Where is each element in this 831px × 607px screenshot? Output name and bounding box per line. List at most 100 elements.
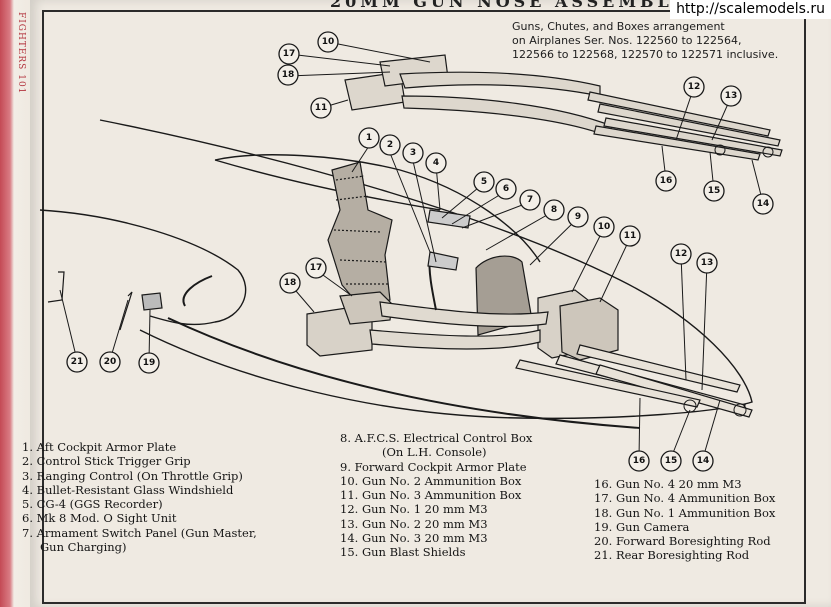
blast-shield-b xyxy=(733,403,747,417)
callout-5 xyxy=(473,171,495,193)
callout-13-label: 13 xyxy=(701,258,714,268)
inset-callout-17-label: 17 xyxy=(283,49,296,59)
callout-3 xyxy=(402,142,424,164)
legend-item: Gun Charging) xyxy=(40,540,127,555)
legend-column-1: 1. Aft Cockpit Armor Plate 2. Control St… xyxy=(22,440,257,554)
inset-callout-18 xyxy=(277,64,299,86)
legend-item: 20. Forward Boresighting Rod xyxy=(594,534,771,549)
callout-4 xyxy=(425,152,447,174)
inset-chute-lower xyxy=(401,95,613,137)
spine-text: FIGHTERS 101 xyxy=(16,12,26,95)
callout-12-label: 12 xyxy=(675,249,688,259)
inset-gun-4 xyxy=(593,125,761,161)
legend-item: 6. Mk 8 Mod. O Sight Unit xyxy=(22,511,177,526)
inset-callout-10 xyxy=(317,31,339,53)
inset-callout-16 xyxy=(655,170,677,192)
watermark-link[interactable]: http://scalemodels.ru xyxy=(670,0,831,19)
legend-item: 13. Gun No. 2 20 mm M3 xyxy=(340,516,488,531)
forward-boresight-rod xyxy=(119,291,133,331)
inset-callout-11 xyxy=(310,97,332,119)
legend-item: 3. Ranging Control (On Throttle Grip) xyxy=(22,468,243,483)
callout-7-label: 7 xyxy=(527,195,533,205)
inset-callout-13 xyxy=(720,85,742,107)
legend-item: 19. Gun Camera xyxy=(594,519,690,534)
gun-barrel-2 xyxy=(576,344,741,393)
legend-item: 14. Gun No. 3 20 mm M3 xyxy=(340,531,488,546)
inset-callout-14-label: 14 xyxy=(757,199,770,209)
callout-20 xyxy=(99,351,121,373)
caption-line: on Airplanes Ser. Nos. 122560 to 122564, xyxy=(512,34,742,47)
callout-10 xyxy=(593,216,615,238)
feed-chute-lower xyxy=(369,329,541,350)
callout-14-label: 14 xyxy=(697,456,710,466)
caption-line: Guns, Chutes, and Boxes arrangement xyxy=(512,20,725,33)
callout-21 xyxy=(66,351,88,373)
diagram-frame xyxy=(42,10,806,604)
legend-item: 21. Rear Boresighting Rod xyxy=(594,548,750,563)
inset-callout-13-label: 13 xyxy=(725,91,738,101)
callout-6 xyxy=(495,178,517,200)
inset-callout-11-label: 11 xyxy=(315,103,328,113)
legend-item: 15. Gun Blast Shields xyxy=(340,545,466,560)
fuselage-lower-line xyxy=(167,317,641,429)
callout-16 xyxy=(628,450,650,472)
inset-arrangement xyxy=(344,54,783,161)
legend-item: 9. Forward Cockpit Armor Plate xyxy=(340,459,527,474)
inset-callout-17 xyxy=(278,43,300,65)
legend-item: 1. Aft Cockpit Armor Plate xyxy=(22,440,177,454)
legend-item: 11. Gun No. 3 Ammunition Box xyxy=(340,488,522,503)
gunsight-unit xyxy=(427,209,471,229)
callout-1 xyxy=(358,127,380,149)
callout-20-label: 20 xyxy=(104,357,117,367)
legend-column-3: 16. Gun No. 4 20 mm M3 17. Gun No. 4 Amm… xyxy=(594,477,775,563)
feed-chute-upper xyxy=(379,301,549,328)
canopy-bar xyxy=(214,159,441,211)
callout-19 xyxy=(138,352,160,374)
legend-item: 12. Gun No. 1 20 mm M3 xyxy=(340,502,488,517)
aft-armor-plate xyxy=(327,161,393,307)
callout-19-label: 19 xyxy=(143,358,156,368)
legend-item: 18. Gun No. 1 Ammunition Box xyxy=(594,505,776,520)
legend-item: 4. Bullet-Resistant Glass Windshield xyxy=(22,482,234,497)
callout-17 xyxy=(305,257,327,279)
seat-pattern xyxy=(333,175,388,285)
callout-17-label: 17 xyxy=(310,263,323,273)
legend-item: 16. Gun No. 4 20 mm M3 xyxy=(594,477,742,491)
callout-3-label: 3 xyxy=(410,148,416,158)
callout-7 xyxy=(519,189,541,211)
inset-callout-12-label: 12 xyxy=(688,82,701,92)
intake-lip xyxy=(182,275,213,307)
callout-16-label: 16 xyxy=(633,456,646,466)
inset-callout-15 xyxy=(703,180,725,202)
inset-chute-upper xyxy=(399,71,601,97)
legend-item: (On L.H. Console) xyxy=(382,445,487,460)
legend-item: 7. Armament Switch Panel (Gun Master, xyxy=(22,525,257,540)
inset-callout-18-label: 18 xyxy=(282,70,295,80)
callout-14 xyxy=(692,450,714,472)
caption-line: 122566 to 122568, 122570 to 122571 inclu… xyxy=(512,48,779,61)
fuselage-outline xyxy=(99,119,753,419)
rear-boresight-rod xyxy=(47,271,65,303)
canopy-outline xyxy=(214,154,541,263)
inset-callout-15-label: 15 xyxy=(708,186,721,196)
inset-callout-16-label: 16 xyxy=(660,176,673,186)
legend-item: 17. Gun No. 4 Ammunition Box xyxy=(594,491,776,506)
gun-barrel-3 xyxy=(595,364,753,418)
callout-11-label: 11 xyxy=(624,231,637,241)
callout-15-label: 15 xyxy=(665,456,678,466)
inset-gun-1 xyxy=(587,91,771,137)
page-title: 20MM GUN NOSE ASSEMBLY xyxy=(330,0,688,11)
ammo-box-gun-3 xyxy=(559,297,619,361)
callout-8 xyxy=(543,199,565,221)
callout-2 xyxy=(379,134,401,156)
legend-item: 8. A.F.C.S. Electrical Control Box xyxy=(340,431,533,445)
callout-5-label: 5 xyxy=(481,177,487,187)
callout-10-label: 10 xyxy=(598,222,611,232)
legend-column-2: 8. A.F.C.S. Electrical Control Box (On L… xyxy=(340,431,532,560)
inset-gun-2 xyxy=(597,103,781,147)
intake-outline xyxy=(39,209,247,326)
legend-item: 10. Gun No. 2 Ammunition Box xyxy=(340,473,522,488)
callout-15 xyxy=(660,450,682,472)
gun-barrel-4 xyxy=(515,359,701,408)
